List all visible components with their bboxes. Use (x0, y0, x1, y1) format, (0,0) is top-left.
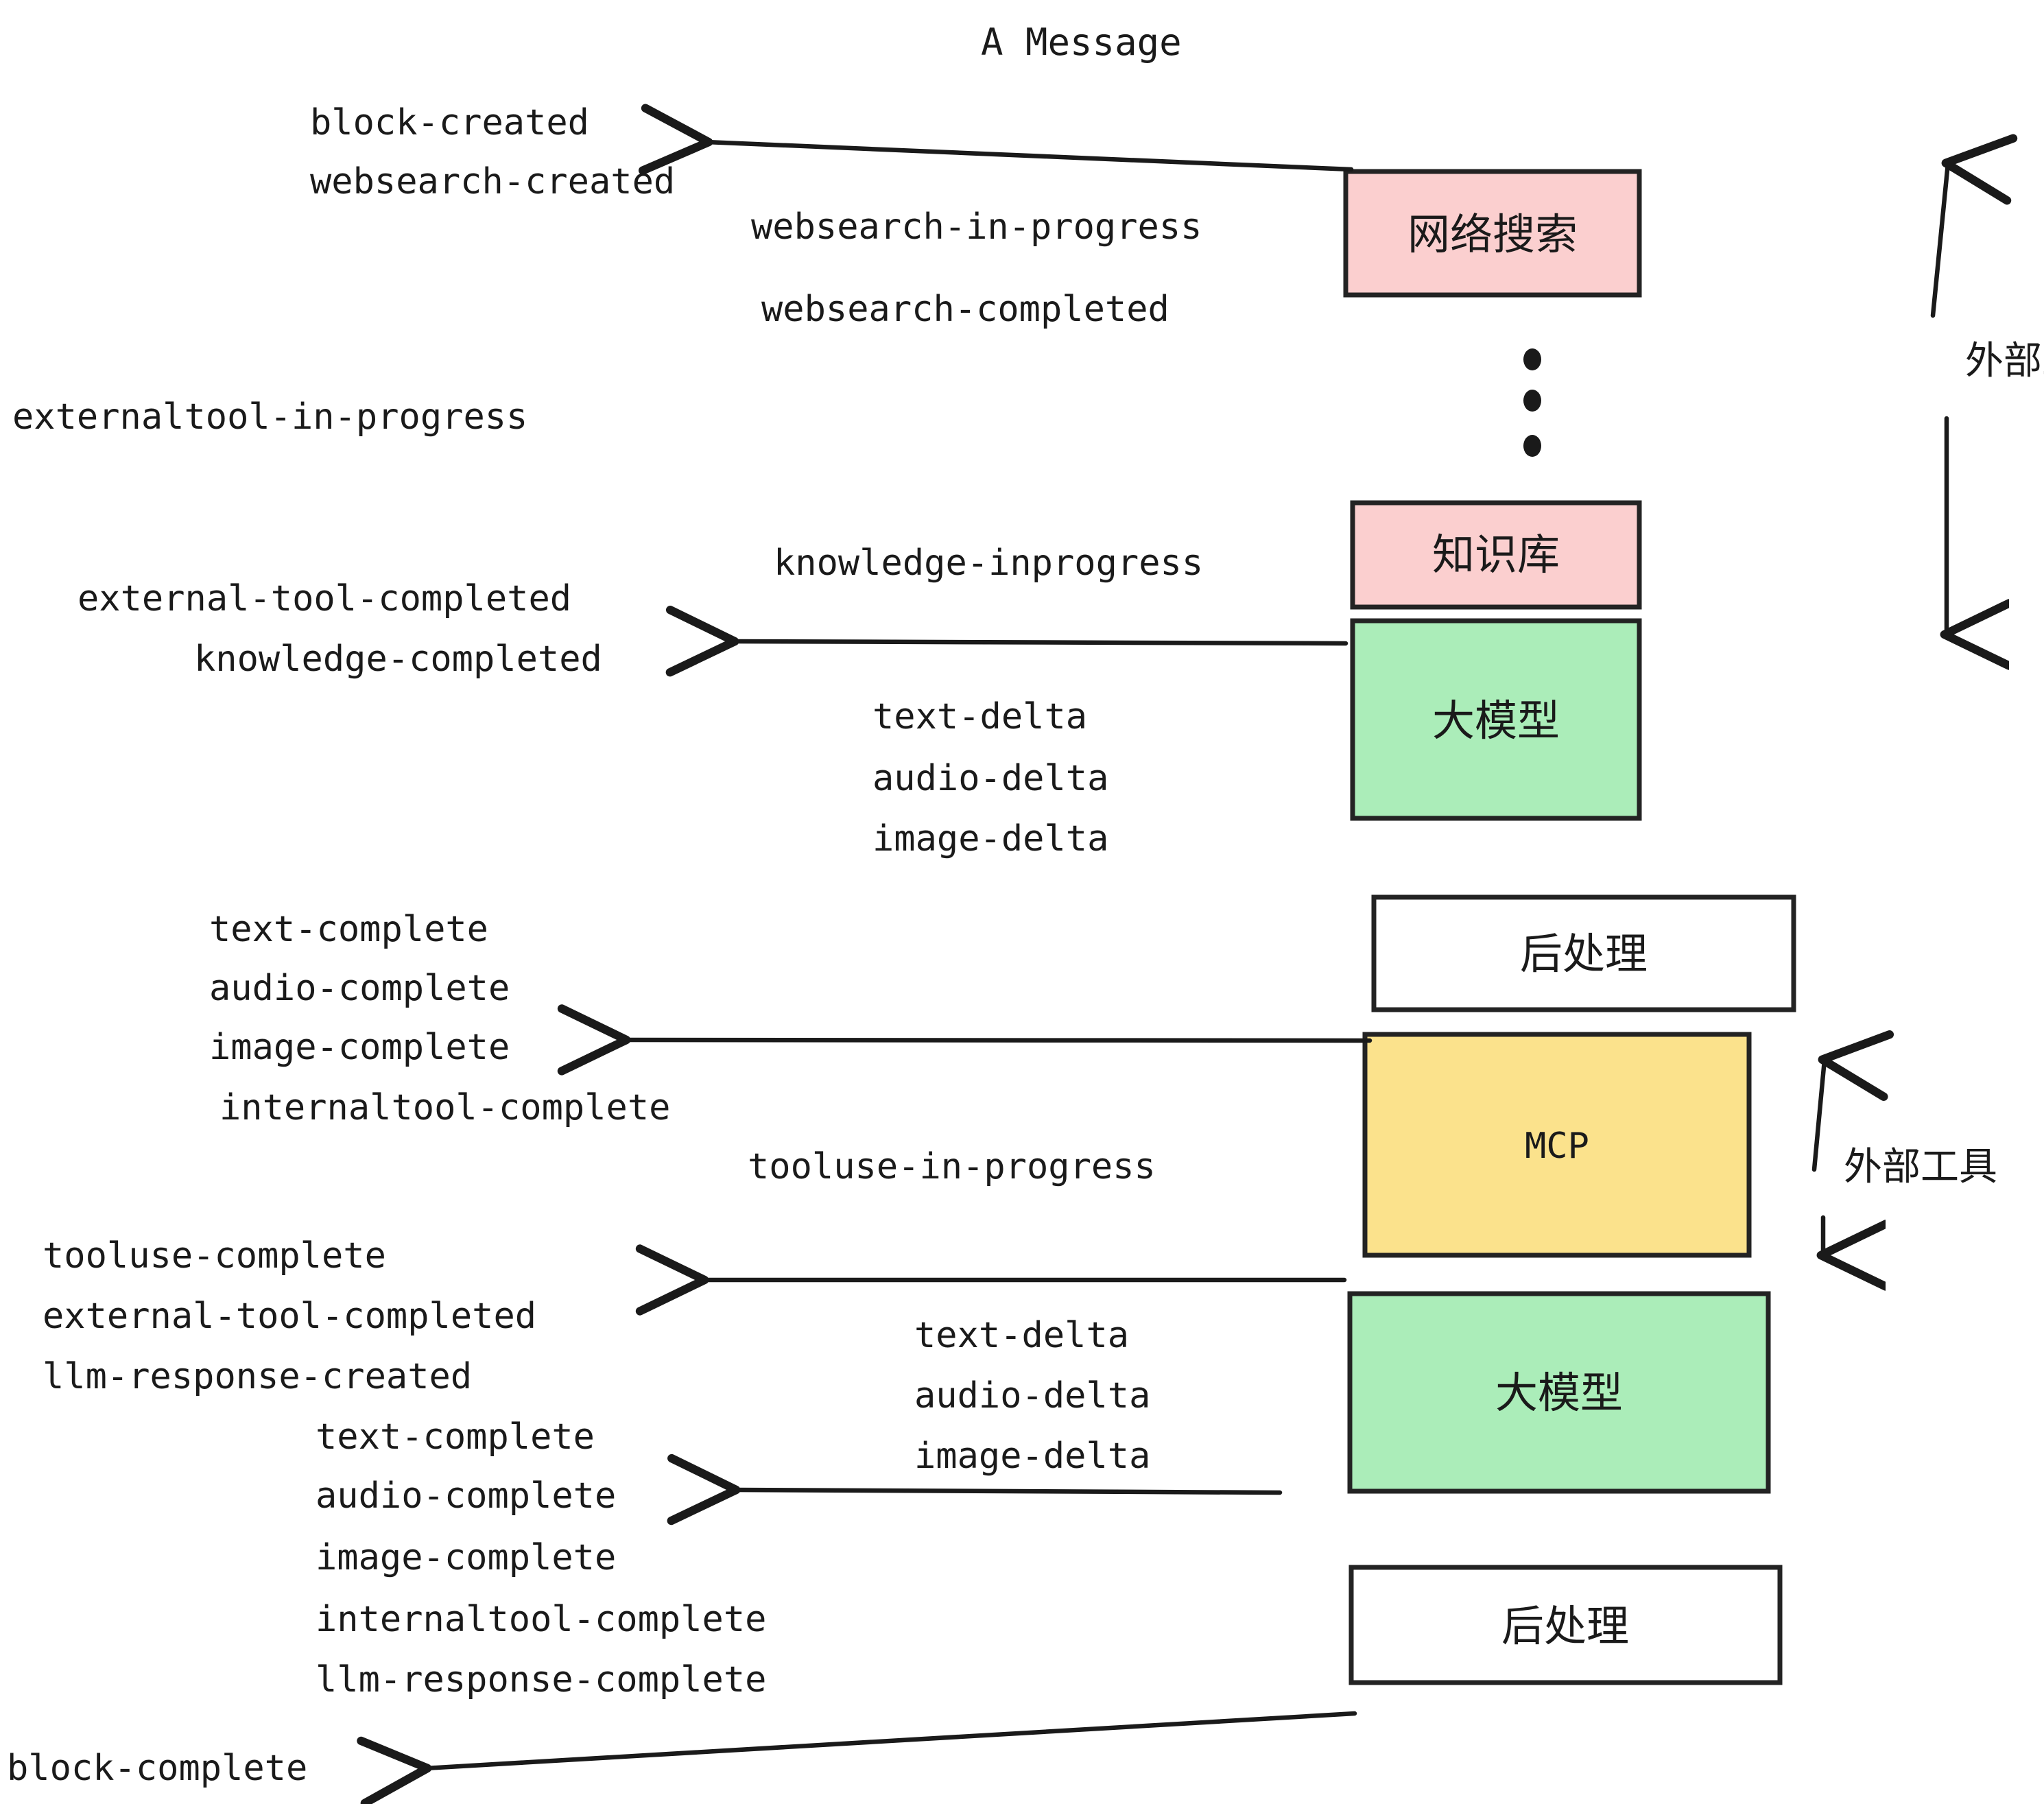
event-text-complete-2: text-complete (316, 1416, 595, 1458)
event-image-complete-1: image-complete (209, 1027, 510, 1068)
arrow-block-created (638, 104, 1354, 175)
label-external-tool-bottom: 外部工具 (1844, 1145, 1997, 1189)
event-audio-complete-1: audio-complete (209, 968, 510, 1009)
event-image-complete-2: image-complete (316, 1537, 616, 1578)
box-websearch-label: 网络搜索 (1407, 209, 1578, 259)
event-internaltool-complete-1: internaltool-complete (219, 1087, 670, 1128)
box-postprocessing-2-label: 后处理 (1501, 1601, 1629, 1651)
box-llm-2-label: 大模型 (1495, 1368, 1623, 1418)
box-knowledge-label: 知识库 (1432, 530, 1560, 580)
box-postprocessing-1 (1371, 894, 1796, 1012)
event-websearch-created: websearch-created (310, 161, 675, 202)
event-external-tool-completed-2: external-tool-completed (43, 1296, 536, 1337)
event-audio-delta-2: audio-delta (914, 1375, 1150, 1416)
event-audio-delta-1: audio-delta (872, 758, 1108, 799)
event-external-tool-completed-1: external-tool-completed (78, 578, 571, 619)
box-postprocessing-1-label: 后处理 (1520, 929, 1648, 979)
event-block-created: block-created (310, 102, 589, 143)
arrow-block-complete (357, 1711, 1357, 1804)
label-external-tool-top: 外部工具 (1965, 339, 2044, 383)
arrow-external-tool-bottom-up (1811, 1030, 1894, 1172)
arrow-image-complete (557, 1004, 1372, 1076)
page-title: A Message (981, 21, 1182, 64)
box-knowledge (1350, 500, 1642, 610)
event-image-delta-2: image-delta (914, 1436, 1150, 1477)
box-postprocessing-2 (1348, 1565, 1783, 1685)
event-tooluse-in-progress: tooluse-in-progress (748, 1146, 1156, 1187)
box-mcp-label: MCP (1525, 1126, 1589, 1167)
event-image-delta-1: image-delta (872, 818, 1108, 859)
arrow-external-tool-top-up (1930, 134, 2018, 318)
event-websearch-in-progress: websearch-in-progress (751, 206, 1202, 248)
event-knowledge-inprogress: knowledge-inprogress (774, 543, 1203, 584)
event-audio-complete-2: audio-complete (316, 1475, 616, 1517)
event-text-delta-1: text-delta (872, 696, 1087, 737)
event-websearch-completed: websearch-completed (761, 289, 1169, 330)
event-tooluse-complete: tooluse-complete (43, 1235, 386, 1277)
box-websearch (1343, 169, 1642, 298)
box-llm-2 (1347, 1291, 1771, 1494)
event-llm-response-complete: llm-response-complete (316, 1659, 766, 1700)
event-text-complete-1: text-complete (209, 909, 488, 950)
event-block-complete: block-complete (7, 1748, 307, 1789)
event-knowledge-completed: knowledge-completed (194, 639, 602, 680)
arrow-audio-complete (667, 1453, 1283, 1526)
arrow-knowledge-completed (665, 606, 1348, 677)
box-llm-1-label: 大模型 (1432, 696, 1560, 746)
event-externaltool-in-progress: externaltool-in-progress (12, 396, 527, 438)
event-llm-response-created: llm-response-created (43, 1356, 472, 1397)
box-mcp (1362, 1032, 1752, 1258)
event-internaltool-complete-2: internaltool-complete (316, 1599, 766, 1640)
vertical-ellipsis (1523, 348, 1541, 457)
event-text-delta-2: text-delta (914, 1315, 1129, 1356)
box-llm-1 (1350, 618, 1642, 821)
